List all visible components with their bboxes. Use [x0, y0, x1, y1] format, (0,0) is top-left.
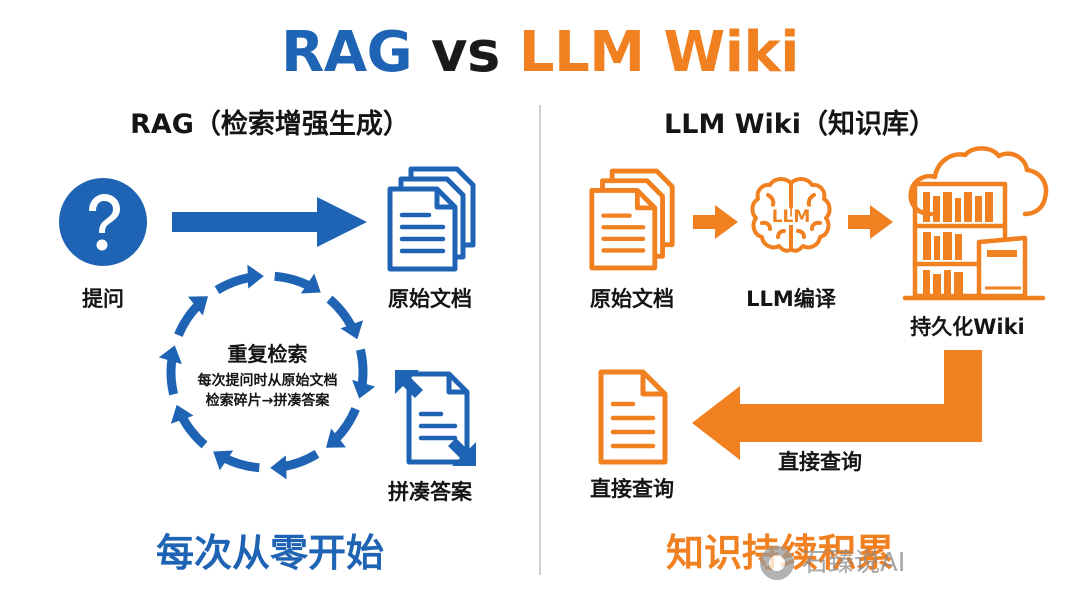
brain-icon: LLM LLM	[750, 177, 832, 253]
cycle-arrow-head	[158, 345, 182, 365]
rag-subtitle: RAG（检索增强生成）	[130, 109, 410, 140]
cycle-arrow-segment	[355, 348, 368, 388]
center-divider	[539, 105, 541, 575]
title-rag: RAG	[281, 20, 413, 85]
cycle-desc-line2: 检索碎片→拼凑答案	[205, 393, 330, 409]
cycle-desc-line1: 每次提问时从原始文档	[197, 373, 338, 389]
wiki-docs-label: 原始文档	[590, 287, 674, 311]
arrow-right-icon-2	[848, 205, 893, 239]
title-llm-wiki: LLM Wiki	[518, 20, 800, 85]
cycle-title: 重复检索	[227, 342, 308, 366]
title-vs: vs	[431, 20, 500, 85]
wiki-subtitle: LLM Wiki（知识库）	[664, 109, 936, 140]
query-arrow-label: 直接查询	[778, 450, 862, 474]
cycle-arrow-segment	[221, 453, 260, 473]
cycle-arrow-head	[247, 264, 264, 289]
document-icon	[598, 369, 668, 465]
page-title: RAG vs LLM Wiki	[0, 18, 1080, 88]
rag-bottom-text: 每次从零开始	[155, 531, 384, 575]
query-doc-label: 直接查询	[590, 477, 674, 501]
compile-label: LLM编译	[746, 287, 836, 311]
bookshelf-cloud-icon	[902, 146, 1049, 301]
arrow-right-icon	[172, 197, 367, 247]
cycle-arrow-segment	[274, 271, 313, 291]
cycle-arrow-segment	[326, 295, 357, 331]
cycle-arrow-segment	[331, 407, 360, 443]
cycle-arrow-segment	[281, 449, 320, 472]
cycle-arrow-head	[326, 428, 346, 448]
rag-docs-label: 原始文档	[388, 287, 472, 311]
persist-label: 持久化Wiki	[910, 315, 1025, 339]
documents-icon	[387, 166, 476, 272]
assemble-document-icon	[395, 370, 476, 466]
watermark-text: 石臻说AI	[802, 548, 906, 578]
cycle-arrow-head	[188, 296, 208, 316]
cycle-arrow-head	[213, 450, 234, 471]
cycle-arrow-head	[170, 404, 194, 424]
watermark-logo-icon	[760, 546, 794, 580]
cycle-arrow-segment	[174, 301, 203, 337]
cycle-arrow-head	[300, 273, 321, 294]
return-arrow-icon	[692, 350, 982, 460]
cycle-arrow-head	[340, 320, 364, 340]
cycle-arrow-segment	[166, 356, 179, 396]
cycle-arrow-segment	[214, 272, 253, 295]
assemble-label: 拼凑答案	[388, 480, 472, 504]
question-icon	[59, 178, 147, 266]
cycle-arrow-head	[352, 379, 376, 399]
svg-text:LLM: LLM	[772, 207, 811, 227]
cycle-arrows-icon	[158, 264, 376, 480]
question-label: 提问	[82, 287, 124, 311]
arrow-right-icon-1	[693, 205, 738, 239]
brain-llm-text: LLM	[772, 207, 811, 227]
cycle-arrow-head	[270, 455, 287, 480]
wiki-documents-icon	[589, 168, 675, 271]
cycle-arrow-segment	[177, 413, 208, 449]
watermark: 石臻说AI	[760, 540, 1060, 586]
